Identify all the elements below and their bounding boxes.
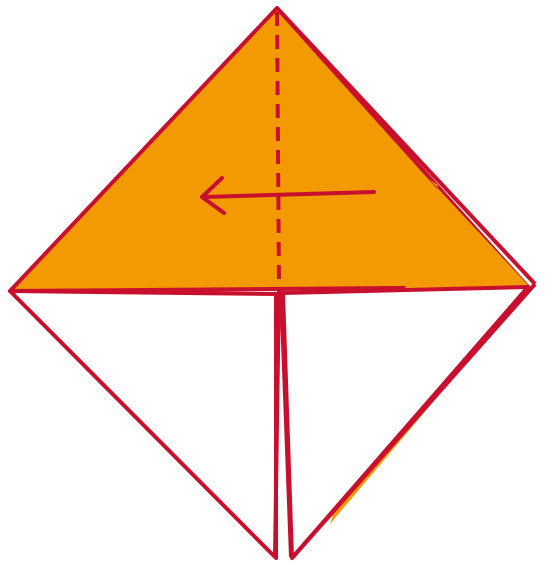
white-left-flap [10, 291, 276, 558]
white-right-flap [283, 287, 528, 558]
